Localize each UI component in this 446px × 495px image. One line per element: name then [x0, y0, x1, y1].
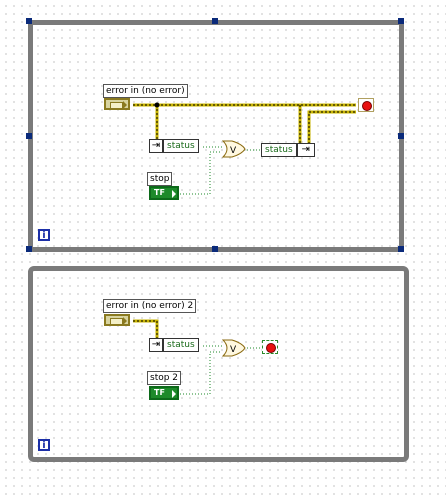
selection-handle[interactable]	[26, 246, 32, 252]
stop-terminal[interactable]: TF	[149, 186, 179, 200]
stop-sign-icon	[362, 101, 372, 111]
unbundle-by-name-2[interactable]: ⇥ status	[149, 338, 199, 352]
selection-handle[interactable]	[398, 18, 404, 24]
stop-label: stop	[147, 172, 173, 186]
selection-handle[interactable]	[398, 133, 404, 139]
selection-handle[interactable]	[212, 246, 218, 252]
bool-type-text: TF	[154, 388, 165, 397]
error-in-label: error in (no error)	[103, 84, 188, 98]
while-loop-2[interactable]	[28, 266, 409, 462]
or-gate-icon[interactable]: V	[222, 339, 246, 357]
stop-2-terminal[interactable]: TF	[149, 386, 179, 400]
selection-handle[interactable]	[26, 18, 32, 24]
unbundle-status-element: status	[163, 139, 199, 153]
error-in-terminal[interactable]	[104, 98, 130, 110]
iteration-terminal-2[interactable]: i	[38, 439, 50, 451]
or-gate-icon[interactable]: V	[222, 140, 246, 158]
stop-sign-icon	[266, 343, 276, 353]
bundle-arrow-icon: ⇥	[296, 143, 315, 157]
output-arrow-icon	[172, 390, 176, 398]
stop-condition-terminal[interactable]	[358, 98, 374, 112]
or-symbol: V	[230, 345, 237, 355]
cluster-icon	[110, 318, 123, 325]
stop-2-label: stop 2	[147, 371, 182, 385]
error-in-terminal-2[interactable]	[104, 314, 130, 326]
selection-handle[interactable]	[26, 133, 32, 139]
output-arrow-icon	[123, 101, 127, 109]
bundle-status-element: status	[261, 143, 297, 157]
error-in-label-2: error in (no error) 2	[103, 299, 197, 313]
output-arrow-icon	[123, 317, 127, 325]
unbundle-arrow-icon: ⇥	[149, 338, 163, 352]
bundle-by-name[interactable]: status ⇥	[261, 143, 315, 157]
selection-handle[interactable]	[398, 246, 404, 252]
unbundle-status-element-2: status	[163, 338, 199, 352]
unbundle-by-name[interactable]: ⇥ status	[149, 139, 199, 153]
unbundle-arrow-icon: ⇥	[149, 139, 163, 153]
output-arrow-icon	[172, 190, 176, 198]
or-symbol: V	[230, 146, 237, 156]
selection-handle[interactable]	[212, 18, 218, 24]
bool-type-text: TF	[154, 188, 165, 197]
iteration-terminal[interactable]: i	[38, 229, 50, 241]
cluster-icon	[110, 102, 123, 109]
stop-condition-terminal-2[interactable]	[262, 340, 278, 354]
